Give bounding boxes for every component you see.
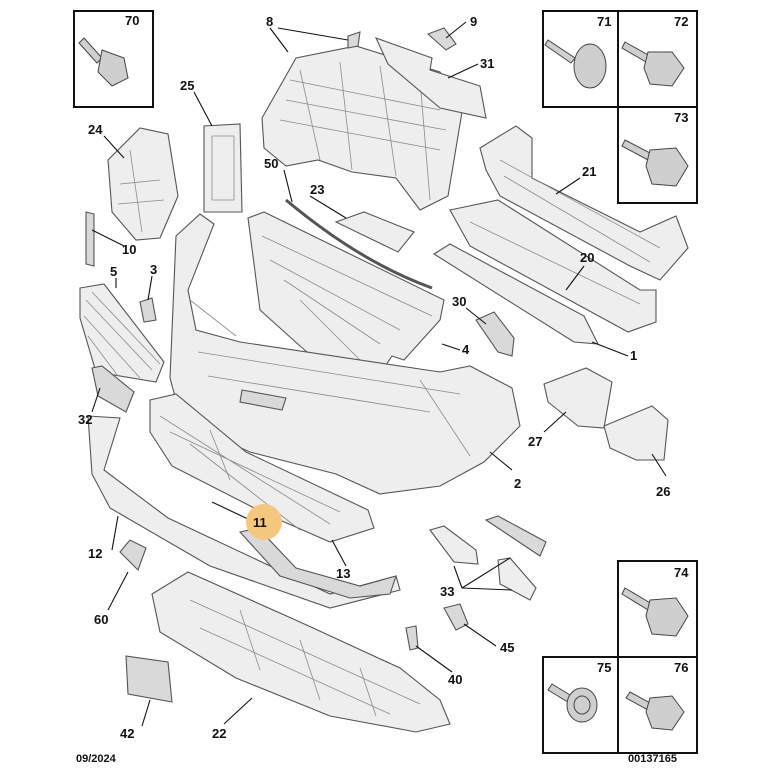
callout-23: 23 <box>310 182 324 197</box>
callout-8: 8 <box>266 14 273 29</box>
callout-70: 70 <box>125 13 139 28</box>
callout-1: 1 <box>630 348 637 363</box>
part-10-strip <box>85 211 95 267</box>
callout-9: 9 <box>470 14 477 29</box>
callout-3: 3 <box>150 262 157 277</box>
part-5-grille <box>79 283 165 383</box>
callout-74: 74 <box>674 565 689 580</box>
callout-10: 10 <box>122 242 136 257</box>
part-9-bracket <box>426 27 457 51</box>
part-42-plate <box>125 655 173 703</box>
callout-71: 71 <box>597 14 611 29</box>
callout-50: 50 <box>264 156 278 171</box>
screw-71-icon <box>544 39 607 89</box>
part-20-absorber <box>449 199 657 333</box>
callout-labels: 8 9 31 25 24 10 5 3 50 23 21 20 30 4 1 3… <box>78 14 670 741</box>
callout-45: 45 <box>500 640 514 655</box>
part-27-duct <box>543 367 613 429</box>
callout-4: 4 <box>462 342 470 357</box>
part-22-undershield <box>151 571 451 733</box>
part-45-bracket <box>443 603 469 631</box>
bolt-73-icon <box>621 139 689 187</box>
callout-73: 73 <box>674 110 688 125</box>
part-8-front-panel <box>261 31 463 211</box>
bolt-76-icon <box>625 691 685 731</box>
part-60-emblem <box>119 539 147 571</box>
callout-12: 12 <box>88 546 102 561</box>
callout-30: 30 <box>452 294 466 309</box>
callout-27: 27 <box>528 434 542 449</box>
callout-22: 22 <box>212 726 226 741</box>
callout-26: 26 <box>656 484 670 499</box>
part-23-panel <box>334 211 415 253</box>
callout-11-highlight: 11 <box>246 504 282 540</box>
callout-31: 31 <box>480 56 494 71</box>
callout-75: 75 <box>597 660 611 675</box>
callout-76: 76 <box>674 660 688 675</box>
callout-25: 25 <box>180 78 194 93</box>
callout-32: 32 <box>78 412 92 427</box>
footer-date: 09/2024 <box>76 753 117 765</box>
fastener-box-74-75-76: 74 75 76 <box>542 560 698 754</box>
callout-42: 42 <box>120 726 134 741</box>
part-4-upper-grille <box>247 211 445 381</box>
part-24-wheel-liner <box>107 127 179 241</box>
bolt-75-icon <box>547 683 598 723</box>
bolt-74-icon <box>621 587 689 637</box>
fastener-box-71-72-73: 71 72 73 <box>542 10 698 204</box>
part-26-duct <box>603 405 669 461</box>
part-30-bracket <box>475 311 515 357</box>
bolt-72-icon <box>621 41 685 87</box>
part-3-clip <box>139 297 157 323</box>
fastener-box-70: 70 <box>73 10 154 108</box>
callout-33: 33 <box>440 584 454 599</box>
part-25-frame <box>203 123 243 213</box>
callout-11: 11 <box>253 515 267 530</box>
part-31-panel <box>374 37 487 119</box>
callout-13: 13 <box>336 566 350 581</box>
part-33-clips <box>429 515 547 601</box>
footer-reference-number: 00137165 <box>628 753 677 765</box>
callout-72: 72 <box>674 14 688 29</box>
callout-40: 40 <box>448 672 462 687</box>
bolt-70-icon <box>78 37 129 87</box>
callout-2: 2 <box>514 476 521 491</box>
callout-20: 20 <box>580 250 594 265</box>
leader-lines <box>91 21 667 727</box>
part-50-strip <box>285 198 433 290</box>
part-11-lower-grille <box>149 393 375 543</box>
callout-5: 5 <box>110 264 117 279</box>
part-32-deflector <box>91 365 135 413</box>
part-1-lip <box>432 243 599 345</box>
callout-24: 24 <box>88 122 103 137</box>
callout-21: 21 <box>582 164 596 179</box>
part-21-reinforcement-beam <box>479 125 689 281</box>
callout-60: 60 <box>94 612 108 627</box>
